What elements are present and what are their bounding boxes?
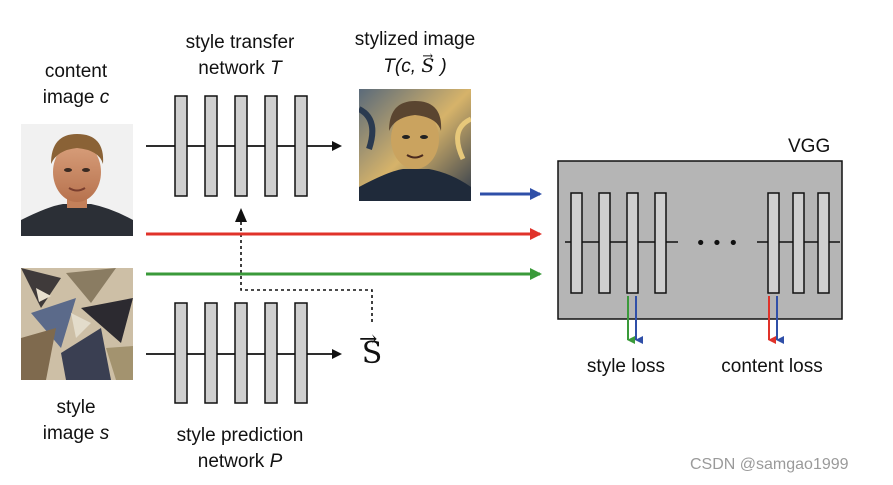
vgg-layer	[626, 192, 639, 294]
transfer-layer	[234, 95, 248, 197]
prediction-net-label-line2: network	[197, 451, 265, 472]
content-image-label-line1: content	[44, 61, 108, 82]
transfer-layer	[204, 95, 218, 197]
prediction-layer	[174, 302, 188, 404]
content-image-label-line2: image	[42, 87, 95, 108]
prediction-layer	[294, 302, 308, 404]
stylized-image-label: stylized image T(c, →S )	[335, 27, 495, 80]
vgg-layer	[570, 192, 583, 294]
vgg-ellipsis: • • •	[695, 233, 738, 254]
style-vector-symbol: S	[361, 336, 383, 371]
prediction-layer	[204, 302, 218, 404]
prediction-net-var: P	[269, 451, 283, 472]
stylized-label-line1: stylized image	[354, 29, 476, 50]
stylized-image	[359, 89, 471, 201]
transfer-layer	[294, 95, 308, 197]
content-image-var: c	[99, 87, 110, 108]
style-image-label: style image s	[14, 395, 138, 447]
transfer-layer	[264, 95, 278, 197]
vector-arrow-small: →	[422, 49, 434, 64]
vgg-layer	[817, 192, 830, 294]
transfer-net-label-line1: style transfer	[185, 32, 295, 53]
vector-arrow-large: →	[359, 327, 378, 352]
content-image-label: content image c	[14, 59, 138, 111]
vgg-layer	[767, 192, 780, 294]
style-vector-label: → S	[355, 327, 389, 380]
style-transfer-network-label: style transfer network T	[160, 30, 320, 82]
style-vector-feedback-line	[240, 215, 373, 322]
vgg-layer	[654, 192, 667, 294]
vgg-layer	[598, 192, 611, 294]
style-prediction-network-label: style prediction network P	[150, 423, 330, 475]
prediction-layer	[234, 302, 248, 404]
prediction-net-label-line1: style prediction	[176, 425, 304, 446]
content-loss-label: content loss	[721, 356, 823, 377]
transfer-net-label-line2: network	[198, 58, 265, 79]
stylized-expr: T(c,	[383, 56, 417, 77]
transfer-net-var: T	[270, 58, 282, 79]
style-prediction-network	[146, 302, 342, 404]
feedback-arrowhead	[235, 208, 247, 222]
style-loss-label: style loss	[586, 356, 666, 377]
prediction-layer	[264, 302, 278, 404]
vgg-label: VGG	[788, 136, 830, 157]
watermark: CSDN @samgao1999	[690, 456, 849, 473]
content-image	[21, 124, 133, 236]
stylized-close: )	[440, 56, 447, 77]
stylized-vector-symbol: S	[421, 55, 435, 77]
vgg-layer	[792, 192, 805, 294]
style-image-label-line1: style	[56, 397, 96, 418]
style-image-var: s	[99, 423, 110, 444]
vgg-network: • • • VGG	[557, 136, 843, 320]
style-image-label-line2: image	[42, 423, 95, 444]
style-image	[21, 268, 133, 380]
transfer-layer	[174, 95, 188, 197]
style-transfer-network	[146, 95, 342, 197]
